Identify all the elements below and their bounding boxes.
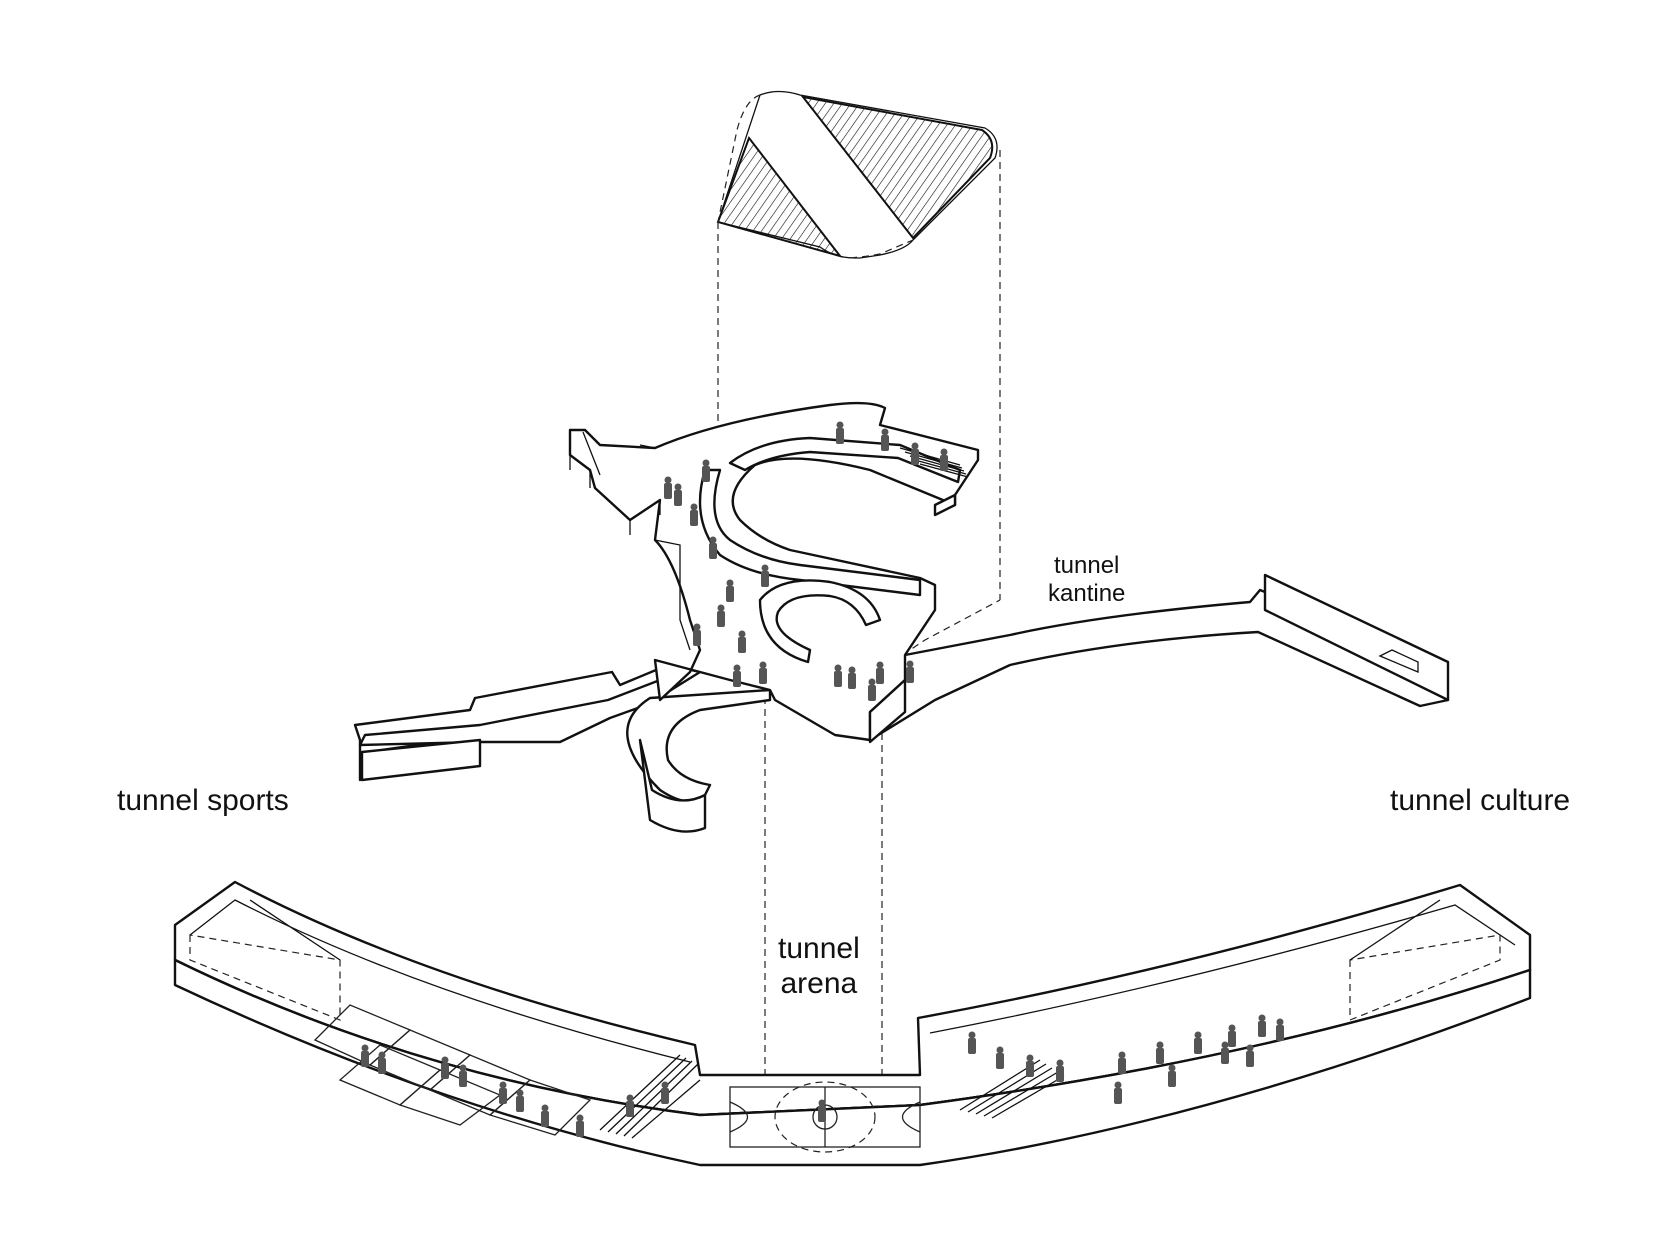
label-tunnel-culture: tunnel culture bbox=[1390, 784, 1571, 817]
people-lower bbox=[361, 1014, 1284, 1137]
label-tunnel-arena-line2: arena bbox=[780, 966, 858, 1000]
sports-courts bbox=[313, 1004, 592, 1136]
arena-sports-culture-tunnel bbox=[173, 880, 1532, 1167]
label-tunnel-arena: tunnel arena bbox=[778, 932, 860, 1001]
label-tunnel-kantine-line2: kantine bbox=[1048, 579, 1126, 607]
people-kantine bbox=[664, 421, 948, 701]
arena-court bbox=[729, 1081, 921, 1153]
roof-canopy bbox=[716, 90, 998, 259]
label-tunnel-sports: tunnel sports bbox=[117, 784, 289, 817]
kantine-level bbox=[353, 401, 1450, 833]
kantine-stairs bbox=[899, 447, 969, 478]
label-tunnel-kantine-line1: tunnel bbox=[1054, 552, 1120, 579]
label-tunnel-arena-line1: tunnel bbox=[778, 932, 860, 965]
label-tunnel-kantine: tunnel kantine bbox=[1048, 552, 1125, 607]
bleachers bbox=[599, 1054, 1065, 1139]
